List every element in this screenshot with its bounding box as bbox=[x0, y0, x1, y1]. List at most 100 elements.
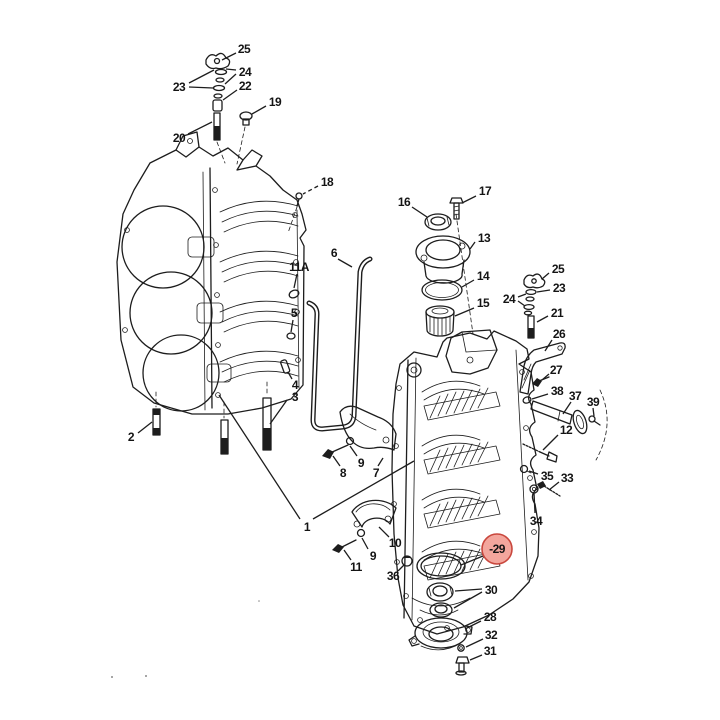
callout-34: 34 bbox=[530, 492, 543, 528]
callout-22: 22 bbox=[222, 79, 252, 101]
leader-line-5 bbox=[290, 319, 294, 333]
callout-8: 8 bbox=[332, 455, 347, 480]
leader-line-29 bbox=[460, 555, 484, 566]
callout-36: 36 bbox=[387, 564, 405, 583]
dowel-pin-4 bbox=[280, 359, 291, 374]
callout-label-11: 11 bbox=[350, 560, 363, 574]
leader-line-4 bbox=[287, 371, 293, 380]
callout-30: 30 bbox=[453, 583, 498, 609]
callout-label-18: 18 bbox=[321, 175, 334, 189]
callout-2: 2 bbox=[128, 421, 153, 444]
shift-bracket-7 bbox=[339, 405, 397, 451]
leader-line-10 bbox=[378, 526, 390, 538]
leader-line-2 bbox=[137, 421, 153, 434]
leader-line-26 bbox=[544, 339, 553, 352]
callout-35: 35 bbox=[528, 469, 554, 483]
callout-24-right: 24 bbox=[503, 292, 527, 307]
bolt-31 bbox=[455, 656, 470, 676]
leader-line-31 bbox=[469, 654, 483, 661]
callout-11: 11 bbox=[343, 549, 363, 574]
leader-line-24-top bbox=[224, 73, 237, 85]
right-cylinder-block bbox=[391, 329, 540, 635]
callout-label-24-top: 24 bbox=[239, 65, 252, 79]
callout-label-22: 22 bbox=[239, 79, 252, 93]
callout-label-39: 39 bbox=[587, 395, 600, 409]
callout-33: 33 bbox=[548, 471, 574, 491]
leader-line-24-right bbox=[517, 300, 526, 307]
leader-line-14 bbox=[461, 279, 475, 288]
callout-label-29: -29 bbox=[489, 542, 506, 556]
callout-7: 7 bbox=[373, 457, 384, 480]
leader-line-11 bbox=[343, 549, 352, 561]
bearing-cap-10 bbox=[351, 499, 397, 528]
oil-seal-16 bbox=[424, 213, 452, 231]
leader-line-8 bbox=[332, 455, 341, 467]
leader-line-9-lower bbox=[361, 537, 369, 550]
leader-line-23-top bbox=[188, 69, 215, 84]
callout-13: 13 bbox=[469, 231, 491, 250]
callout-1: 1 bbox=[218, 394, 415, 534]
callout-10: 10 bbox=[378, 526, 402, 550]
leader-line-37 bbox=[562, 401, 572, 415]
callout-label-32: 32 bbox=[485, 628, 498, 642]
callout-label-19: 19 bbox=[269, 95, 282, 109]
leader-line-34 bbox=[533, 492, 536, 514]
highlight-circle[interactable] bbox=[481, 533, 513, 565]
end-cap-28 bbox=[408, 617, 473, 651]
bolt-33 bbox=[537, 481, 561, 497]
callout-label-20: 20 bbox=[173, 131, 186, 145]
o-ring-14 bbox=[421, 279, 463, 301]
leader-line-24-top bbox=[225, 68, 237, 71]
small-parts-left bbox=[236, 111, 303, 340]
needle-bearing-15 bbox=[425, 305, 455, 337]
callout-29[interactable]: -29 bbox=[460, 533, 513, 566]
callout-18: 18 bbox=[302, 175, 334, 195]
leader-line-36 bbox=[397, 564, 405, 572]
callout-label-7: 7 bbox=[373, 466, 380, 480]
callout-label-34: 34 bbox=[530, 514, 543, 528]
left-cylinder-block-assembly bbox=[116, 131, 307, 415]
callout-11A: 11A bbox=[289, 260, 310, 289]
callout-6: 6 bbox=[331, 246, 353, 268]
washer-9-upper bbox=[345, 436, 355, 446]
callout-label-26: 26 bbox=[553, 327, 566, 341]
callout-label-1: 1 bbox=[304, 520, 311, 534]
callout-27: 27 bbox=[541, 363, 563, 381]
callout-24-top: 24 bbox=[224, 65, 252, 85]
fastener-stack-top bbox=[205, 52, 231, 164]
callout-label-21: 21 bbox=[551, 306, 564, 320]
callout-17: 17 bbox=[461, 184, 492, 204]
callout-38: 38 bbox=[531, 384, 564, 400]
leader-line-20 bbox=[187, 121, 213, 135]
callout-20: 20 bbox=[173, 121, 213, 145]
callout-label-30: 30 bbox=[485, 583, 498, 597]
bearing-cap-13 bbox=[415, 235, 471, 284]
callout-14: 14 bbox=[461, 269, 490, 288]
mounting-studs bbox=[152, 359, 291, 455]
callout-label-9-lower: 9 bbox=[370, 549, 377, 563]
leader-line-1 bbox=[218, 394, 301, 520]
leader-line-16 bbox=[411, 206, 428, 218]
fastener-stack-right bbox=[523, 273, 546, 339]
callout-label-28: 28 bbox=[484, 610, 497, 624]
crankcase-seal-6 bbox=[306, 256, 373, 432]
callout-label-15: 15 bbox=[477, 296, 490, 310]
leader-line-6 bbox=[337, 258, 353, 268]
plug-36 bbox=[401, 555, 413, 567]
bolt-11 bbox=[332, 539, 357, 553]
callout-label-33: 33 bbox=[561, 471, 574, 485]
callout-37: 37 bbox=[562, 389, 582, 415]
callout-label-25-right: 25 bbox=[552, 262, 565, 276]
bolt-8 bbox=[322, 444, 349, 459]
callout-label-10: 10 bbox=[389, 536, 402, 550]
callout-39: 39 bbox=[587, 395, 600, 417]
callout-label-24-right: 24 bbox=[503, 292, 516, 306]
callout-label-27: 27 bbox=[550, 363, 563, 377]
leader-line-23-right bbox=[536, 289, 551, 293]
callout-label-37: 37 bbox=[569, 389, 582, 403]
leader-line-32 bbox=[465, 638, 484, 648]
callout-label-38: 38 bbox=[551, 384, 564, 398]
callout-label-11A: 11A bbox=[289, 260, 310, 274]
